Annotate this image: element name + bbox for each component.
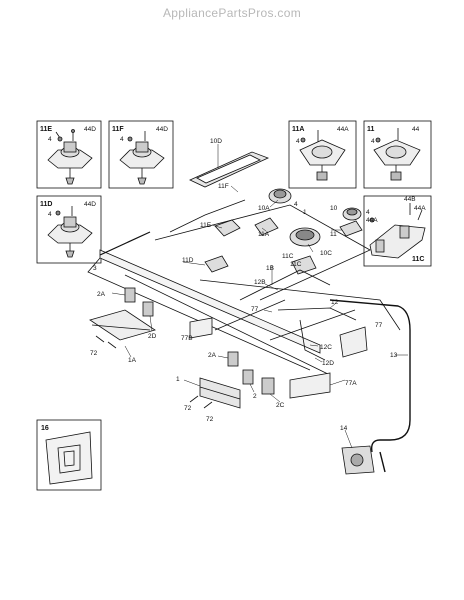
burner-11 — [339, 220, 363, 237]
callout-2: 2 — [253, 393, 257, 400]
leader-lines — [111, 144, 408, 449]
inset-box-11f — [108, 120, 174, 189]
label-11c-44a-left: 44A — [366, 217, 378, 224]
watermark-text: AppliancePartsPros.com — [163, 6, 301, 20]
callout-12: 12 — [331, 299, 339, 306]
callout-11f: 11F — [218, 183, 229, 190]
label-11c-44b: 44B — [404, 196, 416, 203]
callout-77a: 77A — [345, 380, 357, 387]
inset-box-11a — [288, 120, 357, 189]
label-11: 11 — [367, 126, 375, 133]
inset-box-11c — [363, 195, 432, 267]
callout-10d: 10D — [210, 138, 222, 145]
burner-10 — [342, 207, 362, 221]
inset-box-labels: 11E 4 44D 11F 4 44D 11A 4 44A 11 4 44 11… — [40, 126, 426, 432]
label-11e-44d: 44D — [84, 126, 96, 133]
burner-11d — [204, 255, 229, 273]
burner-11c — [291, 255, 317, 275]
callout-10c: 10C — [320, 250, 332, 257]
callout-11d: 11D — [182, 257, 194, 264]
burner-11a — [254, 217, 279, 236]
label-11d-4: 4 — [48, 211, 52, 218]
callout-77-right: 77 — [375, 322, 383, 329]
pipe-3 — [99, 231, 151, 256]
inset-box-11 — [363, 120, 432, 189]
callout-13: 13 — [390, 352, 398, 359]
label-11f-4: 4 — [120, 136, 124, 143]
callout-2a-upper: 2A — [97, 291, 106, 298]
main-frame — [87, 199, 401, 376]
callout-2d: 2D — [148, 333, 157, 340]
callout-3: 3 — [93, 265, 97, 272]
callout-12b: 12B — [254, 279, 266, 286]
callout-77-left: 77 — [251, 306, 259, 313]
callout-11e: 11E — [200, 222, 212, 229]
callout-2a-lower: 2A — [208, 352, 217, 359]
callout-labels: 10D 11F 10A 4 1 10 11E 11A 11 11C 10C 3 … — [90, 138, 398, 432]
manifold-rail-1 — [199, 377, 241, 409]
valve-2a-upper — [124, 287, 136, 303]
label-11a-44a: 44A — [337, 126, 349, 133]
label-16: 16 — [41, 425, 49, 432]
label-11f-44d: 44D — [156, 126, 168, 133]
callout-10: 10 — [330, 205, 338, 212]
callout-2c: 2C — [276, 402, 285, 409]
callout-72-left: 72 — [90, 350, 98, 357]
label-11e: 11E — [40, 126, 52, 133]
burner-11e — [214, 219, 241, 237]
callout-72-middle: 72 — [184, 405, 192, 412]
callout-1b: 1B — [266, 265, 274, 272]
label-11c-4: 4 — [366, 209, 370, 216]
callout-72-bottom: 72 — [206, 416, 214, 423]
label-11c-44a-right: 44A — [414, 205, 426, 212]
label-11c: 11C — [412, 256, 424, 263]
screw-72 — [95, 335, 213, 409]
callout-1-lower: 1 — [176, 376, 180, 383]
valve-2a-lower — [227, 351, 239, 367]
callout-11: 11 — [330, 231, 337, 238]
bracket-77a — [289, 372, 331, 399]
label-11d-44d: 44D — [84, 201, 96, 208]
label-11e-4: 4 — [48, 136, 52, 143]
valve-2c — [261, 377, 275, 395]
inset-box-11d — [36, 195, 102, 264]
label-11-44: 44 — [412, 126, 420, 133]
callout-11c: 11C — [282, 253, 294, 260]
callout-11a: 11A — [258, 231, 270, 238]
valve-2 — [242, 369, 254, 385]
callout-12c: 12C — [320, 344, 332, 351]
callout-1: 1 — [303, 209, 307, 216]
bracket-77 — [339, 326, 368, 358]
bracket-77b — [189, 317, 213, 339]
label-11f: 11F — [112, 126, 124, 133]
callout-14: 14 — [340, 425, 348, 432]
label-11d: 11D — [40, 201, 52, 208]
inset-box-11e — [36, 120, 102, 189]
gas-tube-13 — [329, 299, 411, 473]
label-11a-4: 4 — [296, 138, 300, 145]
burner-strip-10d — [189, 151, 270, 188]
burner-10c — [289, 227, 321, 247]
callout-11c-center: 11C — [290, 261, 302, 268]
regulator-14 — [341, 445, 375, 475]
burner-head-10a — [268, 188, 292, 204]
manifold-pipe-1a — [89, 309, 156, 341]
callout-77b: 77B — [181, 335, 193, 342]
callout-12d: 12D — [322, 360, 334, 367]
inset-box-16 — [36, 419, 102, 491]
valve-2d — [142, 301, 154, 317]
callout-4: 4 — [294, 201, 298, 208]
callout-10a: 10A — [258, 205, 270, 212]
label-11-4: 4 — [371, 138, 375, 145]
callout-1a: 1A — [128, 357, 137, 364]
label-11a: 11A — [292, 126, 304, 133]
